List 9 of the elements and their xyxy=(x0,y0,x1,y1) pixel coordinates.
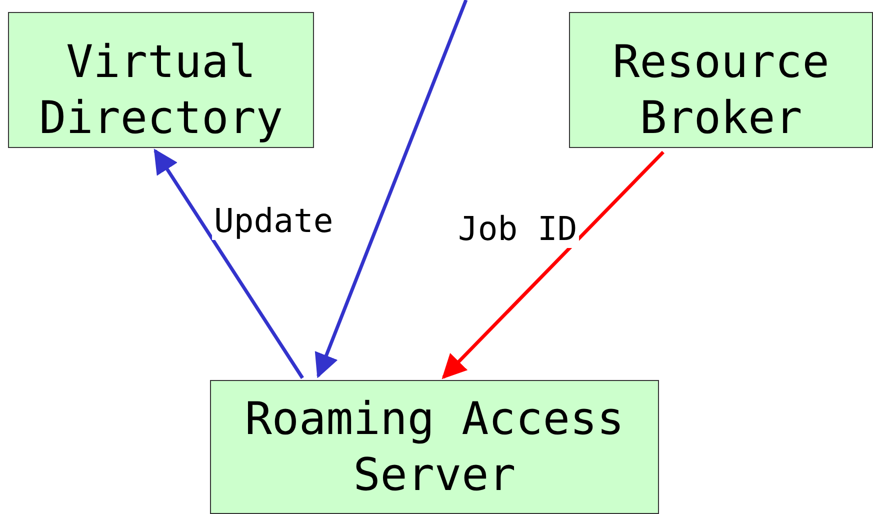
node-label: Roaming Access Server xyxy=(244,391,626,503)
node-label: Virtual Directory xyxy=(38,34,284,146)
arrow xyxy=(154,148,304,379)
arrow xyxy=(442,150,664,380)
arrow xyxy=(314,0,468,378)
process-box xyxy=(210,380,659,514)
process-box xyxy=(8,12,314,148)
node-label: Resource Broker xyxy=(612,34,830,146)
process-box xyxy=(569,12,873,148)
